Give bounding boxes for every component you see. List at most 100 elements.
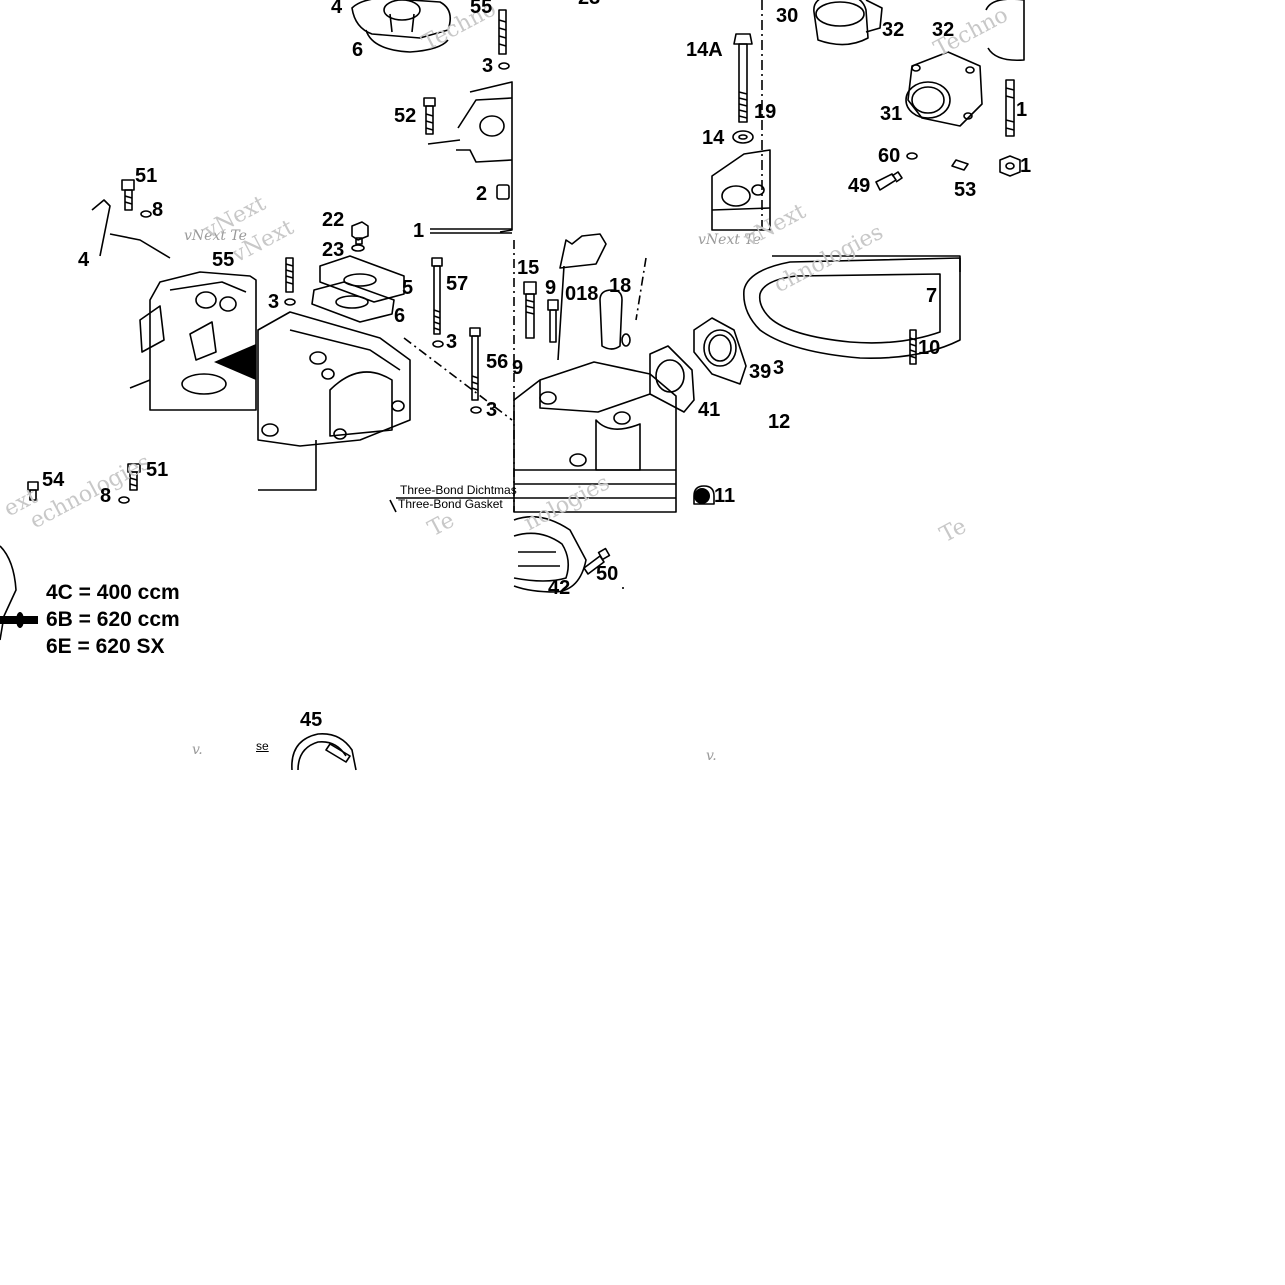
callout-label: 23 [578, 0, 600, 8]
callout-label: 4 [78, 249, 90, 271]
cam-carrier-housing [257, 311, 411, 447]
intake-flange-31 [905, 51, 983, 127]
callout-label: 60 [878, 145, 901, 167]
callout-label: 22 [322, 209, 345, 231]
callout-label: 11 [714, 485, 736, 507]
model-variant-6b: 6B = 620 ccm [46, 608, 180, 631]
intake-rubber-42 [513, 515, 587, 593]
stud-3-left [285, 257, 294, 293]
leader-9 [557, 265, 565, 361]
sealant-note-en: Three-Bond Gasket [398, 497, 503, 511]
watermark-text: v. [192, 742, 203, 758]
callout-label: 1 [1016, 99, 1028, 121]
washer-8b [118, 496, 130, 504]
bolt-51b [127, 463, 141, 491]
cap-nut-11 [693, 485, 715, 505]
callout-label: 41 [698, 399, 721, 421]
sealant-tick [389, 499, 397, 513]
tappet-cover-5 [319, 255, 405, 303]
callout-label: 56 [486, 351, 509, 373]
gap-c [520, 0, 700, 150]
callout-label: 52 [394, 105, 417, 127]
sleeve-18 [599, 289, 631, 350]
callout-label: 8 [152, 199, 164, 221]
callout-label: 1 [1020, 155, 1032, 177]
bolt-22 [351, 221, 369, 245]
callout-label: 8 [100, 485, 112, 507]
callout-label: 10 [918, 337, 941, 359]
watermark-text: v. [706, 748, 717, 764]
callout-label: 39 [749, 361, 772, 383]
bolt-49 [875, 171, 903, 191]
bolt-57 [431, 257, 443, 335]
callout-label: 19 [754, 101, 777, 123]
gasket-edge [985, 0, 1025, 62]
gasket-6 [311, 281, 395, 323]
callout-label: 32 [932, 19, 955, 41]
hose-clamp-45 [291, 733, 357, 771]
cap-nut-fill [694, 488, 710, 504]
leader-1 [430, 228, 512, 234]
variant-pointer-tip [16, 612, 24, 628]
washer-3c [432, 340, 444, 348]
spark-plug-15 [523, 281, 537, 339]
callout-label: 57 [446, 273, 469, 295]
callout-label: 50 [596, 563, 619, 585]
cylinder-fins-top [772, 255, 961, 272]
callout-label: 12 [768, 411, 791, 433]
callout-label: 9 [545, 277, 557, 299]
callout-label: 51 [146, 459, 169, 481]
callout-label: 32 [882, 19, 905, 41]
callout-label: 2 [476, 183, 488, 205]
washer-8a [140, 210, 152, 218]
callout-label: 1 [413, 220, 425, 242]
callout-label: 54 [42, 469, 65, 491]
gap-b [0, 0, 96, 160]
callout-label: 3 [268, 291, 280, 313]
callout-label: 42 [548, 577, 571, 599]
callout-label: 4 [331, 0, 343, 18]
washer-3a [498, 62, 510, 70]
gap-d [1030, 0, 1285, 1285]
model-variant-4c: 4C = 400 ccm [46, 581, 180, 604]
callout-label: 018 [565, 283, 599, 305]
bolt-56 [469, 327, 481, 401]
cam-housing-part [427, 81, 513, 233]
stud-10 [909, 329, 917, 365]
clip-53 [951, 159, 969, 171]
gasket-41 [649, 345, 695, 413]
bolt-9 [547, 299, 559, 343]
bolt-14A [732, 33, 754, 144]
bolt-54 [27, 481, 39, 501]
callout-label: 14A [686, 39, 723, 61]
cylinder-head-top [711, 149, 771, 231]
callout-label: 9 [512, 357, 524, 379]
gap-a [258, 0, 318, 110]
callout-label: 55 [212, 249, 235, 271]
pointer-arrow [214, 344, 256, 380]
callout-label: 15 [517, 257, 540, 279]
callout-label: 51 [135, 165, 158, 187]
flange-39 [693, 317, 747, 385]
watermark-text: vNext Te [698, 232, 761, 248]
bracket-top [559, 233, 607, 269]
bolt-55 [498, 9, 507, 55]
callout-label: 5 [402, 277, 414, 299]
callout-label: 49 [848, 175, 871, 197]
callout-label: 45 [300, 709, 323, 731]
callout-label: 6 [394, 305, 406, 327]
callout-label: 3 [773, 357, 785, 379]
bracket-part [91, 199, 111, 257]
washer-3b [284, 298, 296, 306]
bracket-edge [109, 233, 171, 259]
washer-3d [470, 406, 482, 414]
watermark-text: vNext Te [184, 228, 247, 244]
callout-label: 31 [880, 103, 903, 125]
partial-part-left [0, 545, 17, 641]
intake-flange-30 [813, 0, 883, 46]
callout-label: 6 [352, 39, 364, 61]
callout-label: 3 [486, 399, 498, 421]
callout-label: 30 [776, 5, 799, 27]
sealant-leader [258, 440, 317, 491]
